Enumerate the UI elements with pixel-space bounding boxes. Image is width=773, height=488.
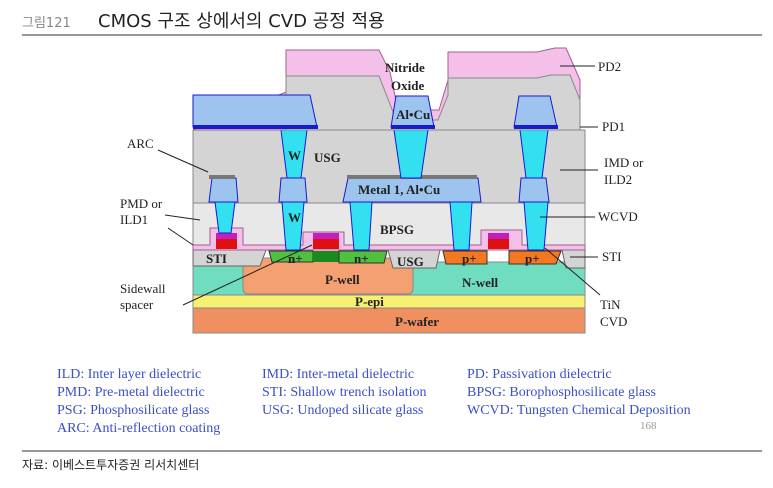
label-imd-line2: ILD2	[604, 172, 632, 187]
legend-item: WCVD: Tungsten Chemical Deposition	[467, 403, 691, 418]
legend-item: ILD: Inter layer dielectric	[57, 367, 202, 382]
gate-stack-2	[313, 233, 339, 249]
label-p-plus-1: p+	[462, 251, 477, 266]
gate-stack-3	[488, 233, 509, 249]
w-plugs-upper	[280, 129, 549, 179]
label-pmd-line2: ILD1	[120, 212, 148, 227]
legend-item: STI: Shallow trench isolation	[262, 385, 427, 400]
label-wcvd: WCVD	[598, 209, 638, 224]
sti-left	[192, 249, 267, 267]
figure-title: CMOS 구조 상에서의 CVD 공정 적용	[98, 11, 385, 32]
source-text: 자료: 이베스트투자증권 리서치센터	[22, 458, 200, 472]
legend-column-2: IMD: Inter-metal dielectric STI: Shallow…	[262, 366, 426, 420]
label-w-lower: W	[288, 210, 301, 225]
legend-item: BPSG: Borophosphosilicate glass	[467, 385, 657, 400]
label-sidewall-line1: Sidewall	[120, 281, 166, 296]
label-oxide: Oxide	[391, 78, 424, 93]
label-usg-imd: USG	[314, 150, 341, 165]
page-number: 168	[640, 420, 657, 432]
legend-item: IMD: Inter-metal dielectric	[262, 367, 415, 382]
gate-stack-1	[216, 233, 237, 249]
label-bpsg: BPSG	[380, 222, 414, 237]
n-channel	[313, 251, 339, 262]
label-nitride: Nitride	[385, 60, 425, 75]
n-plus-2	[338, 250, 388, 264]
label-usg-trench: USG	[397, 254, 424, 269]
metal-2-barrier	[193, 125, 558, 129]
label-n-plus-2: n+	[354, 251, 369, 266]
p-plus-2	[508, 250, 562, 265]
label-sidewall-line2: spacer	[120, 297, 154, 312]
legend-item: PMD: Pre-metal dielectric	[57, 385, 205, 400]
label-p-plus-2: p+	[525, 251, 540, 266]
label-sti-right: STI	[602, 249, 622, 264]
label-p-epi: P-epi	[355, 294, 384, 309]
label-tin-line1: TiN	[600, 297, 621, 312]
label-p-well: P-well	[325, 272, 360, 287]
legend-column-3: PD: Passivation dielectric BPSG: Boropho…	[467, 366, 691, 420]
legend-item: ARC: Anti-reflection coating	[57, 421, 221, 436]
legend-item: USG: Undoped silicate glass	[262, 403, 424, 418]
label-arc: ARC	[127, 136, 154, 151]
legend-column-1: ILD: Inter layer dielectric PMD: Pre-met…	[57, 366, 220, 438]
label-pd2: PD2	[598, 59, 621, 74]
p-epi-layer	[192, 294, 586, 309]
p-plus-1	[442, 250, 488, 265]
w-plugs-lower	[214, 201, 549, 251]
legend-item: PSG: Phosphosilicate glass	[57, 403, 210, 418]
label-metal1: Metal 1, Al•Cu	[358, 182, 440, 197]
source-footer: 자료: 이베스트투자증권 리서치센터	[22, 450, 762, 473]
label-pmd-line1: PMD or	[120, 196, 163, 211]
label-pd1: PD1	[602, 119, 625, 134]
legend-item: PD: Passivation dielectric	[467, 367, 612, 382]
oxide-pd1	[285, 74, 581, 131]
figure-number: 그림121	[22, 16, 71, 31]
label-alcu-top: Al•Cu	[396, 107, 430, 122]
figure-header: 그림121 CMOS 구조 상에서의 CVD 공정 적용	[22, 6, 762, 36]
label-w-upper: W	[288, 148, 301, 163]
label-tin-line2: CVD	[600, 314, 627, 329]
label-imd-line1: IMD or	[604, 155, 644, 170]
label-sti: STI	[206, 251, 227, 266]
p-wafer-layer	[192, 307, 586, 334]
callout-lines	[157, 65, 601, 306]
label-n-well: N-well	[462, 275, 498, 290]
label-p-wafer: P-wafer	[395, 314, 439, 329]
